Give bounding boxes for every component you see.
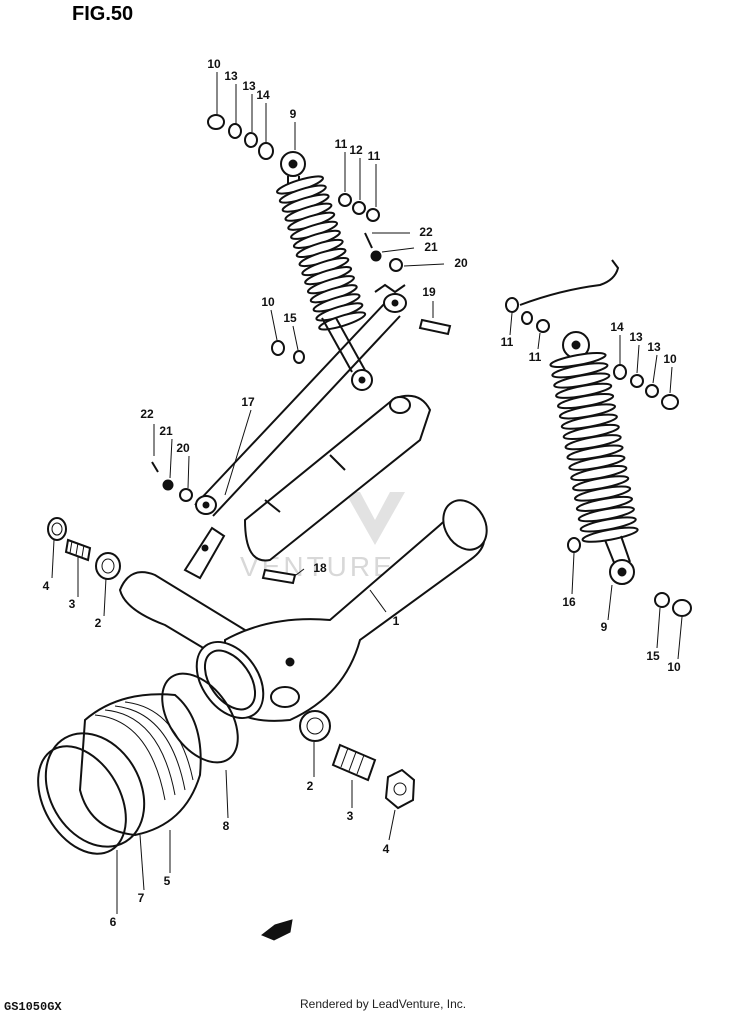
callout-number: 5: [164, 874, 171, 888]
callout-number: 3: [69, 597, 76, 611]
callout-number: 14: [256, 88, 270, 102]
leader-line: [656, 607, 661, 649]
right-lower-fasteners: [567, 537, 692, 617]
callout-number: 13: [224, 69, 238, 83]
callout-number: 3: [347, 809, 354, 823]
left-pivot-bolt: [64, 538, 92, 562]
left-bearing: [95, 552, 121, 580]
callout-number: 14: [610, 320, 624, 334]
torque-rod: [194, 293, 407, 517]
swing-arm: [118, 499, 488, 722]
callout-number: 11: [529, 350, 542, 364]
callout-number: 22: [140, 407, 154, 421]
spring-coil: [318, 311, 367, 331]
callout-leader-lines: [51, 72, 683, 914]
leader-line: [103, 577, 107, 617]
callout-number: 13: [647, 340, 661, 354]
callout-number: 18: [313, 561, 327, 575]
leader-line: [403, 263, 445, 267]
leader-line: [292, 325, 299, 351]
right-pivot-bolt: [331, 743, 377, 782]
leader-line: [571, 552, 575, 595]
leader-line: [509, 312, 513, 336]
callout-number: 16: [562, 595, 576, 609]
callout-number: 15: [646, 649, 660, 663]
callout-number: 11: [368, 149, 381, 163]
callout-number: 22: [419, 225, 433, 239]
callout-number: 10: [667, 660, 681, 674]
callout-number: 12: [349, 143, 363, 157]
leader-line: [369, 589, 387, 613]
leader-line: [295, 568, 305, 576]
swing-arm-crossmember: [243, 394, 432, 562]
right-shock-absorber: [549, 331, 639, 585]
callout-number: 10: [663, 352, 677, 366]
o-ring: [161, 672, 239, 764]
leader-line: [607, 584, 613, 621]
leader-line: [381, 247, 415, 253]
callout-number: 19: [422, 285, 436, 299]
leader-line: [139, 834, 145, 891]
leader-line: [677, 616, 683, 660]
left-pivot-nut: [47, 517, 67, 541]
callout-number: 13: [629, 330, 643, 344]
leader-line: [169, 438, 173, 479]
drive-shaft-boot: [37, 693, 202, 855]
leader-line: [537, 332, 541, 350]
left-upper-fasteners: [207, 114, 452, 364]
left-shock-absorber: [276, 151, 373, 391]
figure-title: FIG.50: [72, 3, 133, 25]
leader-line: [224, 409, 252, 496]
footer-credit: Rendered by LeadVenture, Inc.: [300, 997, 466, 1011]
leader-line: [652, 354, 658, 384]
callout-number: 2: [95, 616, 102, 630]
watermark-logo: [345, 492, 405, 545]
callout-number: 10: [261, 295, 275, 309]
leader-line: [270, 309, 278, 341]
leader-line: [51, 539, 55, 579]
callout-number: 13: [242, 79, 256, 93]
leader-line: [388, 809, 396, 841]
leader-line: [636, 344, 640, 374]
callout-number: 17: [241, 395, 255, 409]
callout-number: 8: [223, 819, 230, 833]
callout-number: 21: [424, 240, 438, 254]
spring-coil: [581, 526, 639, 543]
callout-number: 4: [43, 579, 50, 593]
callout-number: 10: [207, 57, 221, 71]
callout-number: 7: [138, 891, 145, 905]
callout-number: 2: [307, 779, 314, 793]
callout-number: 9: [290, 107, 297, 121]
callout-number: 11: [335, 137, 348, 151]
leader-line: [187, 455, 190, 489]
left-lower-fasteners: [151, 461, 297, 585]
callout-number: 21: [159, 424, 173, 438]
callout-number: 15: [283, 311, 297, 325]
torque-rod-bracket: [183, 526, 226, 580]
callout-number: 1: [393, 614, 400, 628]
right-bearing: [299, 710, 331, 742]
callout-number: 20: [176, 441, 190, 455]
callout-number: 9: [601, 620, 608, 634]
model-code: GS1050GX: [4, 1000, 62, 1013]
front-arrow-icon: [261, 919, 293, 941]
callout-number: 20: [454, 256, 468, 270]
callout-number: 4: [383, 842, 390, 856]
callout-number: 11: [501, 335, 514, 349]
right-pivot-nut: [384, 768, 416, 810]
leader-line: [225, 769, 229, 819]
leader-line: [669, 366, 673, 394]
callout-number: 6: [110, 915, 117, 929]
right-upper-fasteners: [505, 259, 679, 410]
